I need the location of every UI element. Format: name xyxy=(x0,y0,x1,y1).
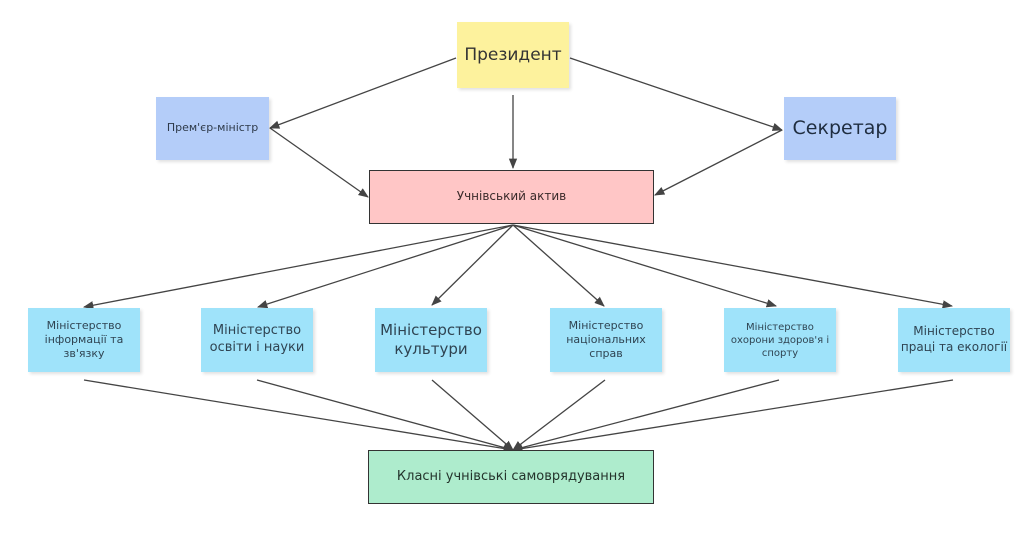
arrow-president-to-secretary xyxy=(569,57,783,131)
student-activ-node: Учнівський актив xyxy=(369,170,654,224)
secretary-node: Секретар xyxy=(784,97,896,160)
arrow-student_activ-to-m0 xyxy=(82,224,514,310)
president-label: Президент xyxy=(464,44,562,65)
prime-minister-label: Прем'єр-міністр xyxy=(166,121,259,135)
ministry-label: Міністерство інформації та зв'язку xyxy=(44,318,124,361)
arrow-student_activ-to-m1 xyxy=(257,224,514,309)
ministry-node: Міністерство освіти і науки xyxy=(201,308,313,372)
arrow-prime_minister-to-student_activ xyxy=(269,127,369,198)
ministry-label: Міністерство культури xyxy=(380,320,482,359)
arrow-m4-to-class_self_government xyxy=(511,379,780,452)
arrow-student_activ-to-m5 xyxy=(512,224,954,309)
ministry-node: Міністерство національних справ xyxy=(550,308,662,372)
class-self-government-label: Класні учнівські самоврядування xyxy=(396,468,626,484)
ministry-node: Міністерство інформації та зв'язку xyxy=(28,308,140,372)
secretary-label: Секретар xyxy=(792,117,888,140)
arrow-m3-to-class_self_government xyxy=(512,379,606,451)
arrow-student_activ-to-m3 xyxy=(512,224,605,307)
arrow-m5-to-class_self_government xyxy=(511,379,954,453)
arrow-student_activ-to-m4 xyxy=(512,224,777,308)
ministry-label: Міністерство охорони здоров'я і спорту xyxy=(730,321,830,359)
prime-minister-node: Прем'єр-міністр xyxy=(156,97,269,160)
arrow-president-to-prime_minister xyxy=(269,57,457,129)
arrow-student_activ-to-m2 xyxy=(431,224,514,306)
ministry-node: Міністерство охорони здоров'я і спорту xyxy=(724,308,836,372)
ministry-label: Міністерство освіти і науки xyxy=(209,323,305,355)
president-node: Президент xyxy=(457,22,569,88)
arrow-secretary-to-student_activ xyxy=(654,129,783,196)
ministry-node: Міністерство праці та екології xyxy=(898,308,1010,372)
student-activ-label: Учнівський актив xyxy=(456,189,567,204)
arrow-m1-to-class_self_government xyxy=(256,379,515,452)
arrow-m0-to-class_self_government xyxy=(83,379,515,453)
ministry-label: Міністерство праці та екології xyxy=(900,324,1008,354)
arrow-m2-to-class_self_government xyxy=(431,379,514,451)
ministry-label: Міністерство національних справ xyxy=(566,318,646,361)
class-self-government-node: Класні учнівські самоврядування xyxy=(368,450,654,504)
ministry-node: Міністерство культури xyxy=(375,308,487,372)
